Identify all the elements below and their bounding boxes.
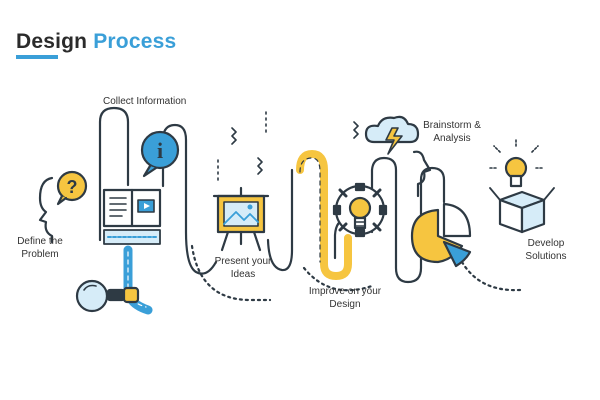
- title-underline: [16, 55, 58, 59]
- yellow-road-dashes: [299, 157, 321, 263]
- process-road-main: [98, 106, 130, 242]
- step-collect-line1: Collect Information: [103, 96, 187, 107]
- step-brainstorm-line2: Analysis: [433, 132, 471, 144]
- box-icon: [489, 187, 555, 234]
- step-improve-label: Improve on your Design: [300, 286, 390, 311]
- process-road-dotted-2: [302, 266, 374, 292]
- head-silhouette-right: [412, 150, 432, 198]
- squiggle-decoration: [231, 127, 237, 145]
- pie-chart-icon: [410, 202, 472, 268]
- idea-bulb-icon: [487, 137, 545, 188]
- question-mark-glyph: ?: [67, 177, 78, 197]
- question-bubble-icon: [56, 170, 88, 202]
- step-develop-line1: Develop: [527, 238, 565, 249]
- title-word-design: Design: [16, 30, 88, 53]
- process-road-dotted-3: [460, 260, 522, 292]
- step-collect-label: Collect Information: [103, 96, 186, 109]
- title-word-process: Process: [93, 30, 177, 53]
- step-improve-line2: Design: [329, 298, 361, 310]
- info-bubble-icon: [140, 130, 180, 170]
- process-road-brainstorm: [370, 156, 446, 284]
- step-develop-line2: Solutions: [525, 250, 567, 262]
- step-brainstorm-label: Brainstorm & Analysis: [414, 120, 490, 145]
- process-road-dotted: [190, 244, 272, 302]
- step-present-line1: Present your: [214, 256, 272, 267]
- step-develop-label: Develop Solutions: [514, 238, 578, 263]
- step-present-label: Present your Ideas: [208, 256, 278, 281]
- step-define-label: Define the Problem: [12, 236, 68, 261]
- head-silhouette-left: [38, 176, 54, 244]
- process-road-present: [266, 168, 294, 272]
- lightning-bolt-icon: [385, 127, 403, 155]
- yellow-road: [296, 150, 352, 280]
- step-improve-line1: Improve on your: [308, 286, 382, 297]
- step-define-line1: Define the: [17, 236, 63, 247]
- info-glyph: i: [157, 138, 163, 163]
- step-brainstorm-line1: Brainstorm &: [423, 120, 481, 131]
- step-present-line2: Ideas: [230, 268, 256, 280]
- step-define-line2: Problem: [21, 248, 59, 260]
- lightbulb-icon: [348, 196, 372, 230]
